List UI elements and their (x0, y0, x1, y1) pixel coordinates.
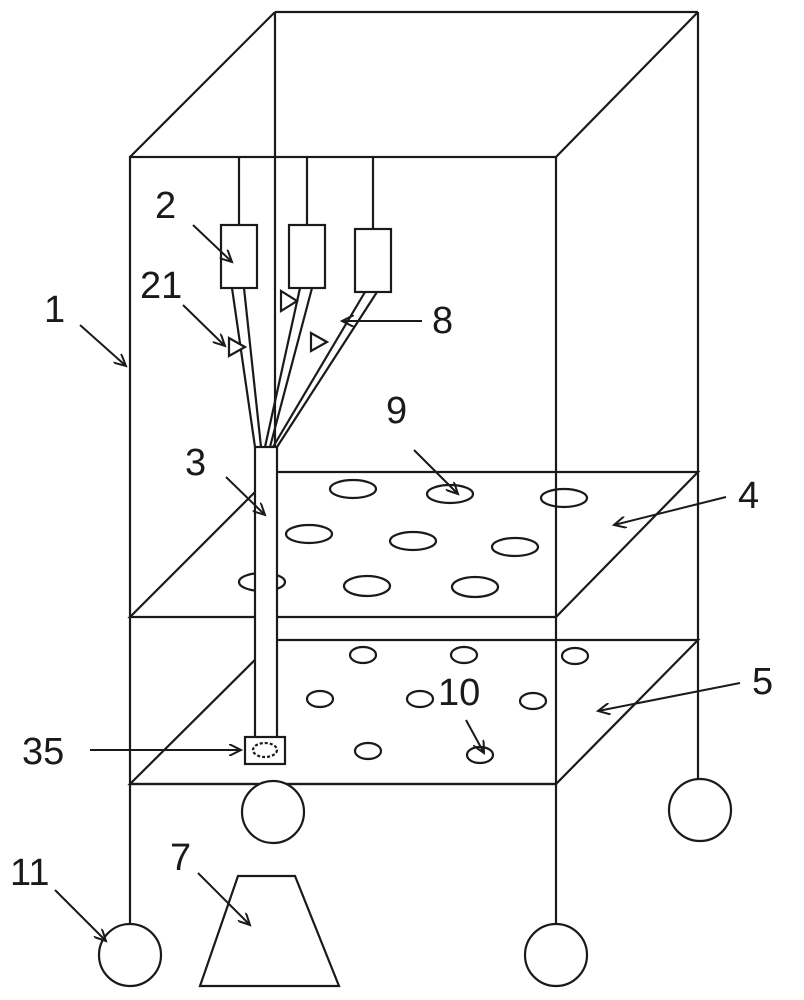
arrow-main-tube (225, 476, 265, 515)
wheel-front-right (523, 922, 589, 988)
arrow-wheel (54, 889, 106, 941)
label-valve: 21 (140, 265, 182, 307)
label-lower-plate: 5 (752, 661, 773, 703)
labels: 1 2 21 8 9 3 4 5 10 35 7 11 (10, 185, 773, 894)
upper-plate-outline (127, 470, 701, 619)
label-lower-hole: 10 (438, 672, 480, 714)
label-sprinkler-box: 2 (155, 185, 176, 227)
label-upper-hole: 9 (386, 390, 407, 432)
lower-hole (518, 691, 548, 711)
branch-pipes (230, 287, 378, 448)
lower-hole (348, 645, 378, 665)
arrow-valve (182, 304, 225, 346)
branch-pipe (272, 291, 366, 448)
label-wheel: 11 (10, 852, 49, 894)
label-upper-plate: 4 (738, 475, 759, 517)
upper-hole (284, 523, 334, 545)
arrow-upper-hole (413, 449, 458, 494)
wheel-back-left (240, 779, 306, 845)
branch-pipe (242, 287, 263, 448)
frame-top-right-edge (555, 11, 699, 158)
lower-hole (405, 689, 435, 709)
branch-pipe (268, 287, 314, 448)
valve-icon (279, 289, 300, 313)
main-tube-body (253, 445, 279, 765)
upper-plate (127, 470, 701, 619)
label-main-tube: 3 (185, 442, 206, 484)
arrow-lower-plate (598, 682, 741, 711)
upper-hole (425, 483, 475, 505)
arrow-frame (79, 324, 126, 366)
branch-pipe (276, 291, 378, 448)
upper-hole (342, 574, 392, 598)
sprinkler-box (219, 223, 259, 290)
upper-hole (539, 487, 589, 509)
valves (227, 289, 330, 358)
leader-arrows (54, 224, 741, 941)
label-frame: 1 (44, 289, 65, 331)
collection-container (198, 874, 341, 988)
wheel-back-right (667, 777, 733, 843)
lower-hole (353, 741, 383, 761)
upper-hole (328, 478, 378, 500)
lower-hole (465, 745, 495, 765)
arrow-upper-plate (614, 496, 727, 525)
sprinkler-boxes (219, 157, 393, 294)
upper-hole (450, 575, 500, 599)
sprinkler-box (287, 223, 327, 290)
branch-pipe (230, 287, 257, 448)
wheel-front-left (97, 922, 163, 988)
label-branch-pipe: 8 (432, 300, 453, 342)
lower-hole (305, 689, 335, 709)
frame (128, 10, 700, 925)
lower-plate (127, 638, 701, 786)
label-tube-outlet: 35 (22, 731, 64, 773)
arrow-container (197, 872, 250, 925)
lower-hole (449, 645, 479, 665)
valve-icon (227, 336, 248, 358)
upper-hole (388, 530, 438, 552)
lower-hole (560, 646, 590, 666)
sprinkler-box (353, 227, 393, 294)
lower-plate-outline (127, 638, 701, 786)
arrow-lower-hole (465, 719, 484, 753)
tube-outlet-box (243, 735, 287, 766)
frame-top-left-edge (129, 11, 276, 158)
valve-icon (309, 331, 330, 353)
upper-hole (490, 536, 540, 558)
label-container: 7 (170, 837, 191, 879)
tube-outlet-nozzle (251, 741, 279, 759)
arrow-sprinkler-box (192, 224, 232, 262)
wheels (97, 777, 733, 988)
branch-pipe (263, 287, 302, 448)
